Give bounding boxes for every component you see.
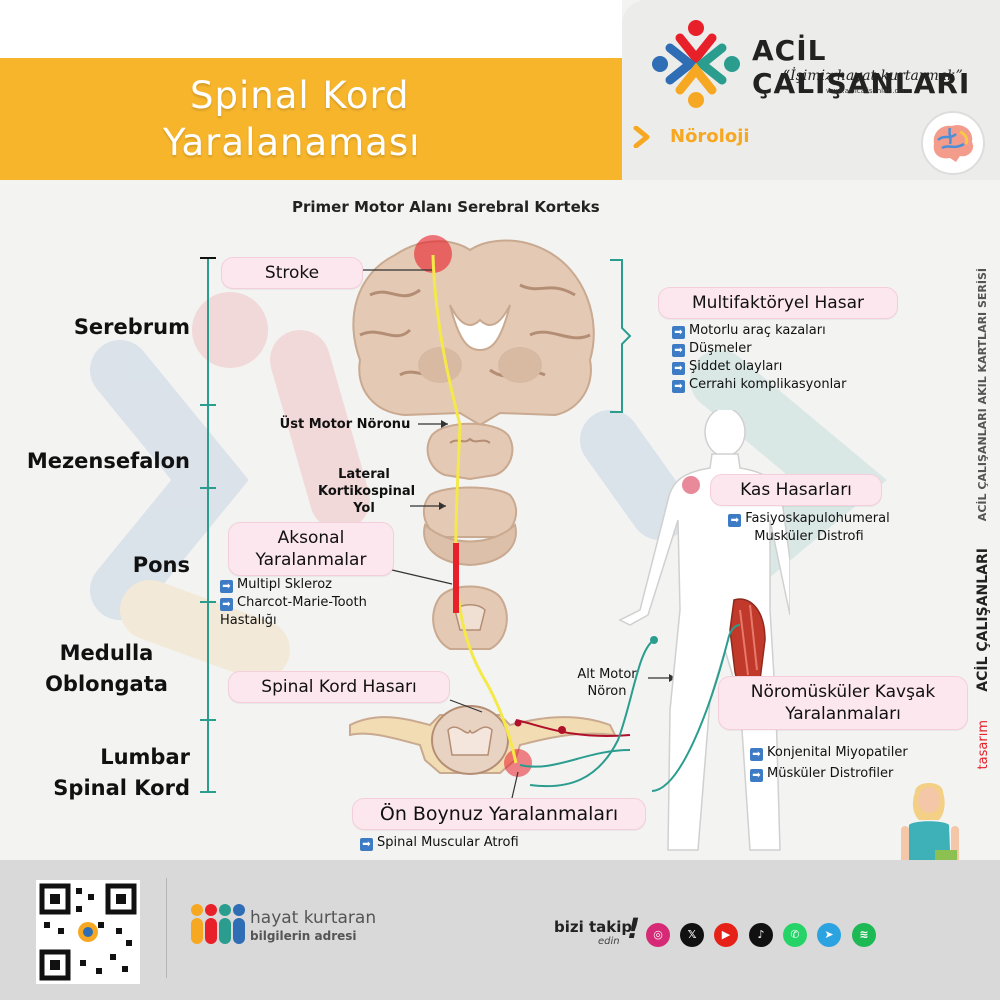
footer-divider bbox=[166, 878, 167, 978]
anterior-horn-injuries-label: Ön Boynuz Yaralanmaları bbox=[352, 798, 646, 830]
neuromuscular-junction-label: Nöromüsküler Kavşak Yaralanmaları bbox=[718, 676, 968, 730]
neural-pathway-illustration bbox=[349, 235, 631, 777]
tiktok-icon[interactable]: ♪ bbox=[749, 923, 773, 947]
arrow-right-icon: ➡ bbox=[220, 598, 233, 611]
anterior-horn-item: ➡Spinal Muscular Atrofi bbox=[360, 834, 519, 852]
arrow-right-icon: ➡ bbox=[672, 362, 685, 375]
arrow-right-icon: ➡ bbox=[750, 748, 763, 761]
spinal-cord-damage-label: Spinal Kord Hasarı bbox=[228, 671, 450, 703]
upper-motor-neuron-label: Üst Motor Nöronu bbox=[279, 417, 411, 432]
axonal-injuries-label: Aksonal Yaralanmalar bbox=[228, 522, 394, 576]
series-label: ACİL ÇALIŞANLARI AKIL KARTLARI SERİSİ bbox=[976, 268, 989, 522]
qr-code-icon bbox=[39, 883, 137, 981]
instagram-icon[interactable]: ◎ bbox=[646, 923, 670, 947]
list-item: ➡Şiddet olayları bbox=[672, 358, 847, 376]
muscle-damage-label: Kas Hasarları bbox=[710, 474, 882, 506]
x-icon[interactable]: 𝕏 bbox=[680, 923, 704, 947]
list-item: ➡Charcot-Marie-Tooth Hastalığı bbox=[220, 595, 367, 628]
multifactorial-bracket bbox=[610, 259, 632, 413]
people-logo-icon bbox=[191, 904, 245, 944]
brand-logo-icon bbox=[652, 20, 740, 108]
slogan-line-1: hayat kurtaran bbox=[250, 908, 377, 928]
brand-name: ACİL ÇALIŞANLARI bbox=[752, 34, 971, 100]
neuromuscular-junction-list: ➡Konjenital Miyopatiler ➡Müsküler Distro… bbox=[750, 742, 908, 784]
arrow-right-icon: ➡ bbox=[672, 344, 685, 357]
youtube-icon[interactable]: ▶ bbox=[714, 923, 738, 947]
qr-code[interactable] bbox=[36, 880, 140, 984]
follow-us-label: bizi takip bbox=[554, 918, 633, 936]
arrow-right-icon: ➡ bbox=[728, 514, 742, 527]
brain-icon bbox=[921, 111, 985, 175]
telegram-icon[interactable]: ➤ bbox=[817, 923, 841, 947]
region-medulla: Medulla Oblongata bbox=[45, 641, 168, 696]
muscle-damage-item: ➡Fasiyoskapulohumeral Musküler Distrofi bbox=[704, 510, 914, 546]
axonal-injuries-list: ➡Multipl Skleroz ➡Charcot-Marie-Tooth Ha… bbox=[220, 576, 430, 630]
list-item: ➡Multipl Skleroz bbox=[220, 576, 430, 594]
neuron-connection bbox=[529, 636, 658, 788]
region-lumbar-spinal-cord: Lumbar Spinal Kord bbox=[53, 745, 190, 800]
label-connectors bbox=[362, 269, 676, 799]
list-item: ➡Düşmeler bbox=[672, 340, 847, 358]
page-title-line-1: Spinal Kord bbox=[190, 74, 410, 117]
brand-motto: “İşimiz hayat kurtarmak” bbox=[783, 68, 963, 84]
slogan-line-2: bilgilerin adresi bbox=[250, 929, 357, 943]
stroke-label: Stroke bbox=[221, 257, 363, 289]
chevron-right-icon bbox=[633, 126, 650, 148]
category-label: Nöroloji bbox=[670, 126, 750, 147]
follow-us-sub-label: edin bbox=[598, 936, 620, 947]
brand-url: www.acilcalisanlari.com bbox=[826, 87, 910, 95]
arrow-right-icon: ➡ bbox=[220, 580, 233, 593]
multifactorial-list: ➡Motorlu araç kazaları ➡Düşmeler ➡Şiddet… bbox=[672, 322, 847, 394]
header-top-strip bbox=[0, 0, 622, 58]
list-item: ➡Cerrahi komplikasyonlar bbox=[672, 376, 847, 394]
arrow-right-icon: ➡ bbox=[750, 769, 763, 782]
title-banner bbox=[0, 58, 622, 180]
design-brand-label: ACİL ÇALIŞANLARI bbox=[975, 548, 991, 692]
list-item: ➡Müsküler Distrofiler bbox=[750, 763, 908, 784]
region-pons: Pons bbox=[132, 553, 190, 577]
region-cerebrum: Serebrum bbox=[73, 315, 190, 339]
page-title-line-2: Yaralanaması bbox=[163, 121, 421, 164]
arrow-right-icon: ➡ bbox=[360, 838, 373, 851]
region-midbrain: Mezensefalon bbox=[26, 449, 190, 473]
diagram-heading: Primer Motor Alanı Serebral Korteks bbox=[292, 198, 600, 216]
whatsapp-icon[interactable]: ✆ bbox=[783, 923, 807, 947]
footer bbox=[0, 860, 1000, 1000]
multifactorial-damage-label: Multifaktöryel Hasar bbox=[658, 287, 898, 319]
design-prefix-label: tasarım bbox=[976, 720, 991, 770]
arrow-right-icon: ➡ bbox=[672, 380, 685, 393]
spotify-icon[interactable]: ≋ bbox=[852, 923, 876, 947]
arrow-right-icon: ➡ bbox=[672, 326, 685, 339]
lower-motor-neuron-label: Alt Motor Nöron bbox=[577, 667, 637, 699]
list-item: ➡Konjenital Miyopatiler bbox=[750, 742, 908, 763]
lateral-corticospinal-tract-label: Lateral Kortikospinal Yol bbox=[318, 467, 416, 516]
region-bracket bbox=[200, 257, 216, 793]
list-item: ➡Motorlu araç kazaları bbox=[672, 322, 847, 340]
